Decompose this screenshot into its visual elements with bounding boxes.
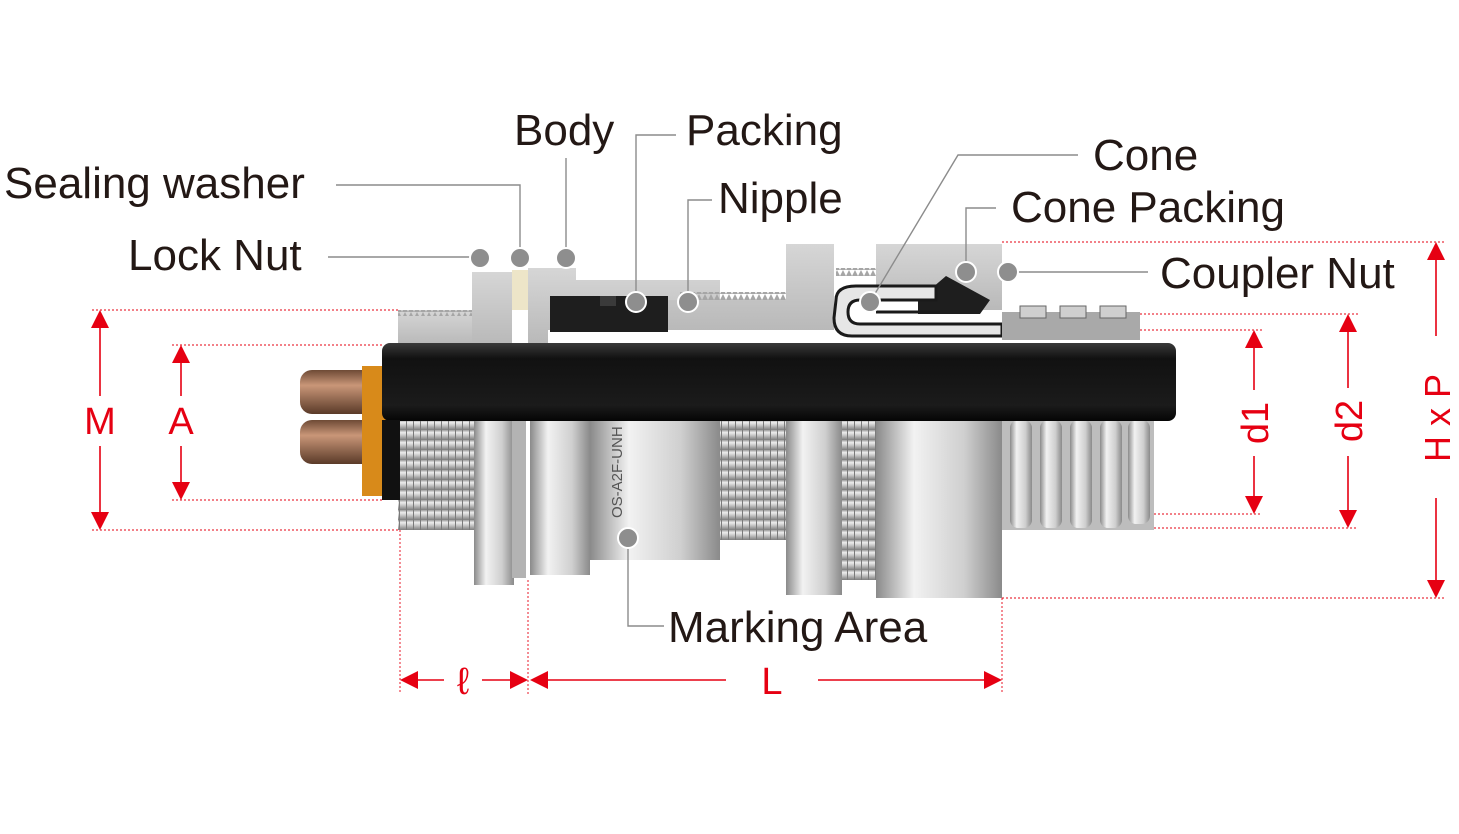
nipple-label: Nipple — [718, 174, 843, 223]
packing-dot — [625, 291, 647, 313]
cone-packing-label: Cone Packing — [1011, 183, 1285, 232]
sealing-washer-dot — [509, 247, 531, 269]
callout-dots — [469, 247, 1019, 549]
dimension-L: L — [530, 661, 1002, 703]
dimension-d2-label: d2 — [1329, 400, 1371, 442]
dimensions: M A ℓ L — [84, 241, 1458, 703]
flexible-conduit — [1002, 420, 1154, 530]
part-labels: Body Packing Sealing washer Nipple Lock … — [4, 106, 1395, 652]
dimension-d1: d1 — [1235, 330, 1277, 514]
cable — [382, 343, 1176, 421]
body-nut-lower — [786, 420, 842, 595]
packing-label: Packing — [686, 106, 843, 155]
marking-text: OS-A2F-UNH — [609, 426, 626, 518]
dimension-L-label: L — [761, 661, 782, 703]
coupler-nut-lower — [876, 420, 1002, 598]
cone-label: Cone — [1093, 131, 1198, 180]
body-lower — [530, 420, 590, 575]
sealing-washer-lower — [512, 420, 526, 578]
dimension-l-label: ℓ — [457, 661, 469, 703]
nipple-thread — [720, 420, 786, 540]
sealing-washer-label: Sealing washer — [4, 159, 305, 208]
marking-area-label: Marking Area — [668, 603, 928, 652]
body-dot — [555, 247, 577, 269]
dimension-d1-label: d1 — [1235, 402, 1277, 444]
nipple-dot — [677, 291, 699, 313]
marking-area-dot — [617, 527, 639, 549]
cone-packing-dot — [955, 261, 977, 283]
body-label: Body — [514, 106, 614, 155]
dimension-A-label: A — [168, 401, 194, 443]
front-thread — [398, 420, 474, 530]
conductors — [300, 366, 386, 496]
coupler-nut-dot — [997, 261, 1019, 283]
lock-nut-dot — [469, 247, 491, 269]
coupler-nut-label: Coupler Nut — [1160, 249, 1395, 298]
cone-dot — [859, 291, 881, 313]
dimension-d2: d2 — [1329, 314, 1371, 528]
cable-lower — [382, 420, 400, 500]
cross-section — [398, 244, 1140, 344]
leader-lines — [328, 134, 1148, 627]
gland-assembly: OS-A2F-UNH — [300, 244, 1176, 598]
marking-sleeve — [590, 420, 720, 560]
dimension-M-label: M — [84, 401, 116, 443]
dimension-M: M — [84, 310, 116, 530]
dimension-HxP-label: H x P — [1417, 374, 1458, 462]
dimension-HxP: H x P — [1417, 242, 1458, 598]
dimension-A: A — [168, 345, 194, 500]
dimension-l: ℓ — [400, 661, 528, 703]
lock-nut-label: Lock Nut — [128, 231, 302, 280]
nut-gap — [842, 420, 876, 580]
lock-nut-lower — [474, 420, 514, 585]
